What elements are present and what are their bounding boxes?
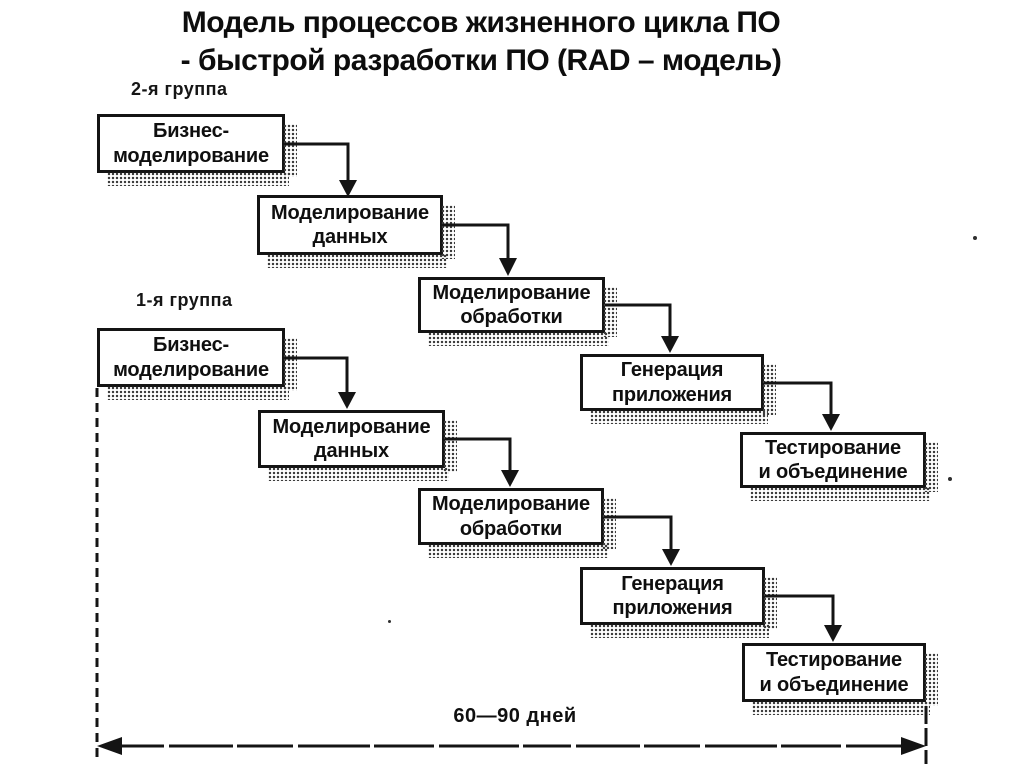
box-group2-business-modeling: Бизнес- моделирование xyxy=(97,114,297,186)
box-group2-data-modeling: Моделирование данных xyxy=(257,195,455,268)
arrow-g2-3to4 xyxy=(605,303,672,339)
box-label: Моделирование данных xyxy=(272,415,431,462)
box-group1-testing-integration: Тестирование и объединение xyxy=(742,643,938,715)
arrow-g1-2to3 xyxy=(445,437,512,473)
timeline-arrowhead-left xyxy=(97,737,122,755)
group1-label: 1-я группа xyxy=(136,290,233,310)
arrowhead-g2-4 xyxy=(661,336,679,353)
arrow-g1-4to5 xyxy=(765,594,835,628)
box-group1-application-generation: Генерация приложения xyxy=(580,567,777,638)
arrow-g1-1to2 xyxy=(285,356,349,395)
arrowhead-g1-4 xyxy=(662,549,680,566)
arrow-g2-4to5 xyxy=(764,381,833,417)
arrowhead-g1-3 xyxy=(501,470,519,487)
box-label: Моделирование обработки xyxy=(432,493,590,540)
scan-noise-dot xyxy=(948,477,952,481)
box-label: Моделирование данных xyxy=(271,201,429,248)
arrowhead-g2-5 xyxy=(822,414,840,431)
arrowhead-g1-2 xyxy=(338,392,356,409)
timeline-duration-label: 60—90 дней xyxy=(453,705,577,727)
box-group1-business-modeling: Бизнес- моделирование xyxy=(97,328,297,400)
group2-label: 2-я группа xyxy=(131,79,228,99)
arrow-g1-3to4 xyxy=(604,515,673,552)
box-group2-application-generation: Генерация приложения xyxy=(580,354,776,424)
box-label: Бизнес- моделирование xyxy=(113,334,269,381)
arrowhead-g2-3 xyxy=(499,258,517,276)
box-label: Бизнес- моделирование xyxy=(113,120,269,167)
box-label: Тестирование и объединение xyxy=(758,436,908,483)
arrowhead-g2-2 xyxy=(339,180,357,197)
timeline-arrowhead-right xyxy=(901,737,926,755)
box-label: Моделирование обработки xyxy=(432,281,591,328)
arrow-g2-2to3 xyxy=(443,223,510,262)
box-group1-process-modeling: Моделирование обработки xyxy=(418,488,616,558)
box-group1-data-modeling: Моделирование данных xyxy=(258,410,457,481)
box-label: Генерация приложения xyxy=(612,572,733,619)
slide-title: Модель процессов жизненного цикла ПО - б… xyxy=(180,6,782,77)
scan-noise-dot xyxy=(388,620,391,623)
arrow-g2-1to2 xyxy=(285,142,350,182)
box-label: Тестирование и объединение xyxy=(759,649,909,696)
arrowhead-g1-5 xyxy=(824,625,842,642)
box-label: Генерация приложения xyxy=(611,359,733,406)
box-group2-process-modeling: Моделирование обработки xyxy=(418,277,617,346)
scan-noise-dot xyxy=(973,236,977,240)
box-group2-testing-integration: Тестирование и объединение xyxy=(740,432,938,501)
